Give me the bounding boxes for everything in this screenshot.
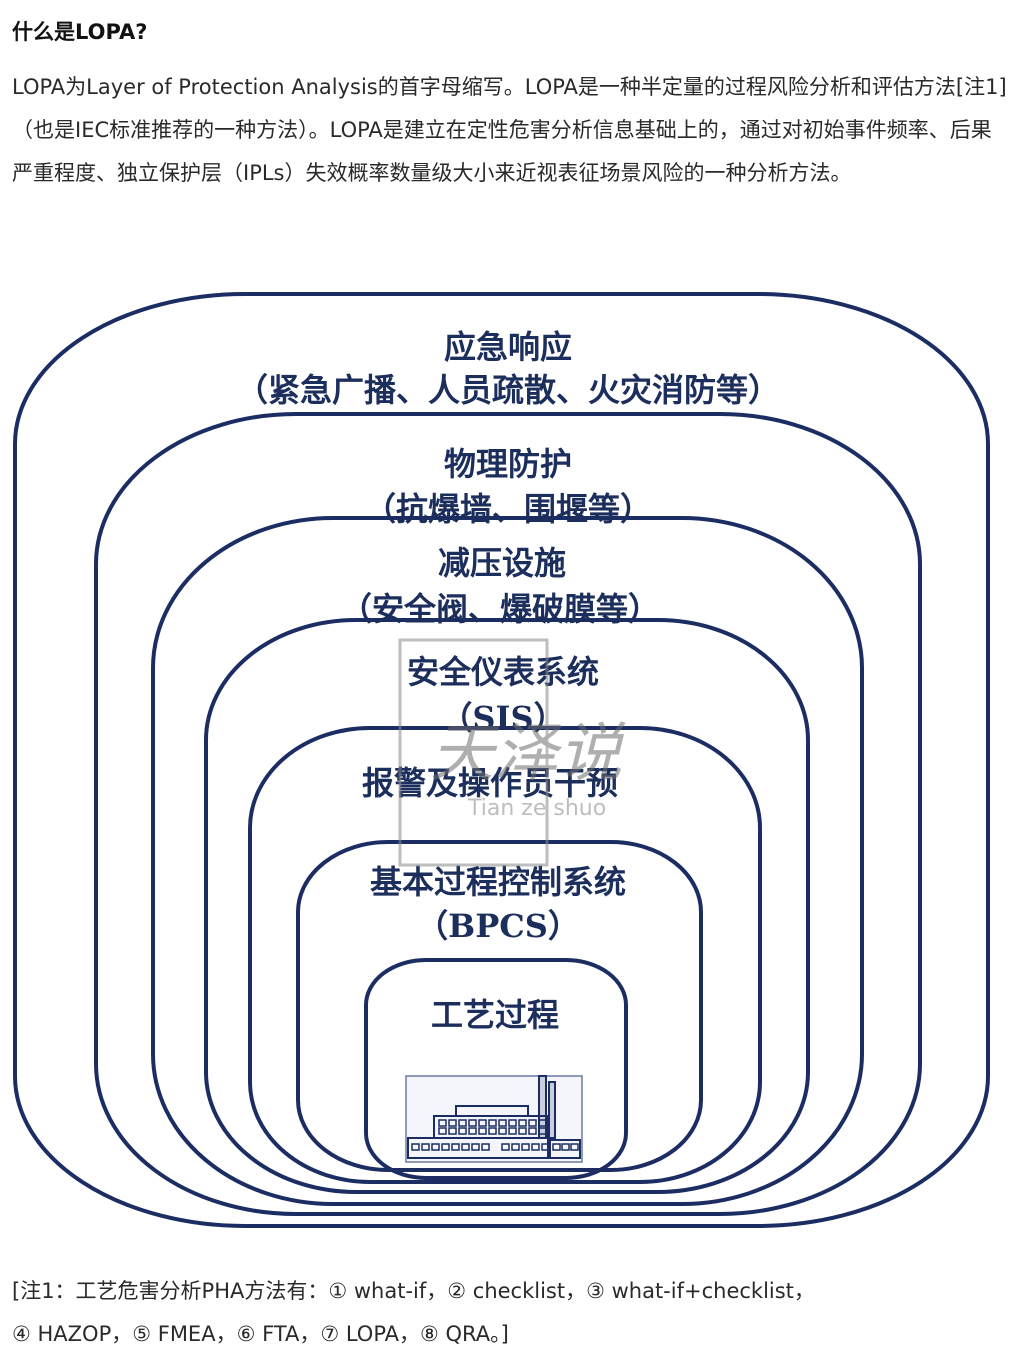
layer-subtitle-bpcs: （BPCS） xyxy=(416,907,580,945)
layer-outline-emergency xyxy=(13,292,990,1228)
factory-window xyxy=(468,1119,477,1127)
factory-window xyxy=(498,1127,507,1135)
factory-window xyxy=(458,1119,467,1127)
factory-window xyxy=(478,1127,487,1135)
factory-window xyxy=(501,1143,510,1151)
footnote-line-2: ④ HAZOP，⑤ FMEA，⑥ FTA，⑦ LOPA，⑧ QRA。] xyxy=(12,1322,509,1346)
layer-outline-operator xyxy=(248,726,762,1184)
layer-outline-sis xyxy=(204,618,810,1194)
footnote-line-1: [注1：工艺危害分析PHA方法有：① what-if，② checklist，③… xyxy=(12,1279,815,1303)
footnote: [注1：工艺危害分析PHA方法有：① what-if，② checklist，③… xyxy=(12,1270,1012,1356)
factory-window xyxy=(552,1143,561,1151)
factory-window xyxy=(451,1143,460,1151)
page-title: 什么是LOPA? xyxy=(12,20,148,44)
factory-window xyxy=(458,1127,467,1135)
factory-window xyxy=(518,1119,527,1127)
factory-window xyxy=(411,1143,420,1151)
factory-window xyxy=(518,1127,527,1135)
watermark: 天泽说 Tian ze shuo xyxy=(398,638,626,867)
factory-window xyxy=(528,1127,537,1135)
layer-title-relief: 减压设施 xyxy=(438,544,566,582)
factory-window xyxy=(570,1143,579,1151)
layer-outline-relief xyxy=(151,516,864,1206)
layer-title-process: 工艺过程 xyxy=(431,996,559,1034)
factory-window xyxy=(508,1127,517,1135)
factory-window xyxy=(528,1119,537,1127)
factory-window xyxy=(441,1143,450,1151)
factory-window xyxy=(448,1119,457,1127)
factory-window xyxy=(421,1143,430,1151)
factory-window xyxy=(478,1119,487,1127)
factory-window xyxy=(471,1143,480,1151)
factory-window xyxy=(511,1143,520,1151)
layer-subtitle-relief: （安全阀、爆破膜等） xyxy=(340,590,660,628)
factory-window xyxy=(531,1143,540,1151)
watermark-pinyin: Tian ze shuo xyxy=(467,796,606,821)
lopa-diagram: 应急响应 （紧急广播、人员疏散、火灾消防等） 物理防护 （抗爆墙、围堰等） 减压… xyxy=(0,270,1024,1240)
layer-title-operator: 报警及操作员干预 xyxy=(362,764,618,802)
factory-window xyxy=(438,1119,447,1127)
factory-window xyxy=(448,1127,457,1135)
layer-title-bpcs: 基本过程控制系统 xyxy=(370,863,626,901)
factory-icon xyxy=(405,1075,583,1163)
layer-title-physical: 物理防护 xyxy=(444,445,572,483)
layer-outline-bpcs xyxy=(296,840,703,1172)
layer-subtitle-emergency: （紧急广播、人员疏散、火灾消防等） xyxy=(236,371,780,409)
factory-window xyxy=(521,1143,530,1151)
factory-window xyxy=(438,1127,447,1135)
factory-window xyxy=(488,1127,497,1135)
factory-window xyxy=(488,1119,497,1127)
factory-window xyxy=(481,1143,490,1151)
factory-window xyxy=(468,1127,477,1135)
factory-window xyxy=(538,1119,547,1127)
factory-window xyxy=(561,1143,570,1151)
factory-window xyxy=(461,1143,470,1151)
layer-title-emergency: 应急响应 xyxy=(444,328,572,366)
lopa-diagram-svg: 应急响应 （紧急广播、人员疏散、火灾消防等） 物理防护 （抗爆墙、围堰等） 减压… xyxy=(13,292,990,1228)
layer-title-sis: 安全仪表系统 xyxy=(407,653,599,691)
factory-window xyxy=(508,1119,517,1127)
factory-window xyxy=(431,1143,440,1151)
layer-outline-physical xyxy=(94,412,922,1216)
intro-paragraph: LOPA为Layer of Protection Analysis的首字母缩写。… xyxy=(12,75,1007,185)
layer-outline-process xyxy=(364,958,628,1180)
layer-subtitle-sis: （SIS） xyxy=(440,699,565,737)
factory-window xyxy=(538,1127,547,1135)
factory-window xyxy=(541,1143,550,1151)
layer-subtitle-physical: （抗爆墙、围堰等） xyxy=(364,490,652,528)
factory-window xyxy=(498,1119,507,1127)
watermark-text: 天泽说 xyxy=(430,717,626,791)
